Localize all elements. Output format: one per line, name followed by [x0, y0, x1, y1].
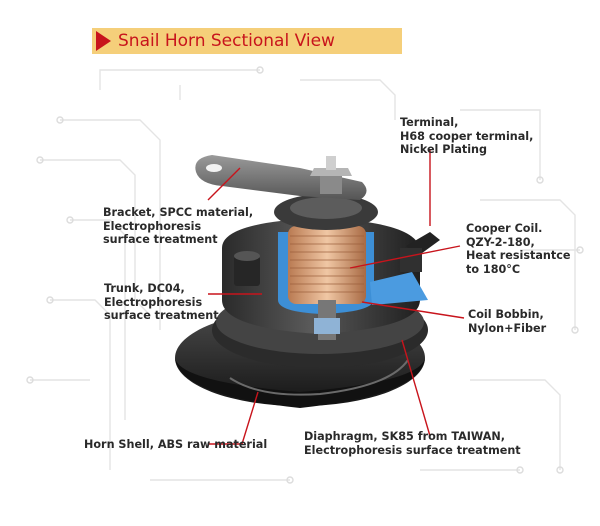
trunk-post — [234, 256, 260, 286]
label-trunk: Trunk, DC04, Electrophoresis surface tre… — [104, 282, 219, 322]
snail-spiral — [229, 359, 409, 396]
terminal-post — [400, 248, 422, 272]
terminal-screw — [326, 156, 336, 170]
bracket-hole — [206, 164, 222, 172]
label-coil: Cooper Coil. QZY-2-180, Heat resistantce… — [466, 222, 571, 276]
label-shell: Horn Shell, ABS raw material — [84, 438, 268, 451]
coil-top-cap-inner — [290, 197, 362, 219]
coil-windings — [290, 235, 364, 293]
label-bracket: Bracket, SPCC material, Electrophoresis … — [103, 206, 254, 246]
page-title: Snail Horn Sectional View — [118, 31, 335, 51]
label-terminal: Terminal, H68 cooper terminal, Nickel Pl… — [400, 116, 534, 156]
copper-coil — [288, 226, 366, 304]
bobbin-flange — [370, 272, 428, 305]
trunk-post-top — [234, 251, 260, 261]
circuit-nodes — [26, 66, 584, 484]
circuit-background — [30, 69, 580, 481]
leader-lines — [207, 150, 465, 445]
horn-shell-side — [175, 358, 425, 408]
label-bobbin: Coil Bobbin, Nylon+Fiber — [468, 308, 547, 335]
terminal-nut — [310, 168, 352, 176]
core-rod-lower — [314, 318, 340, 334]
label-diaphragm: Diaphragm, SK85 from TAIWAN, Electrophor… — [304, 430, 521, 457]
title-arrow-icon — [96, 31, 111, 51]
title-band — [92, 28, 402, 54]
